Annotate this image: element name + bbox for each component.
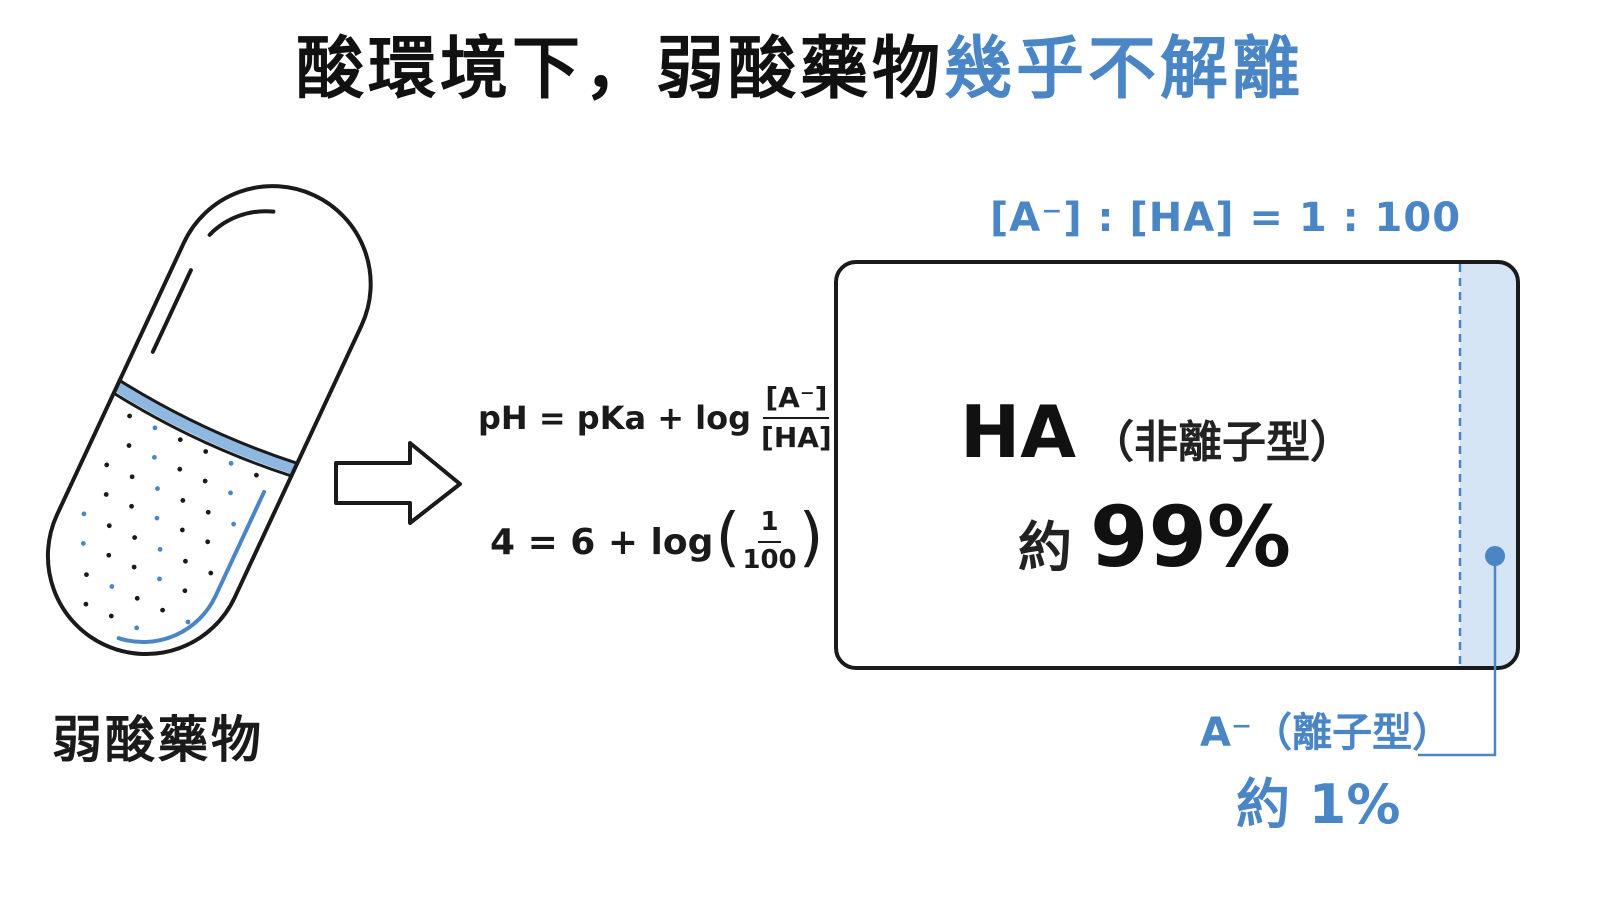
particle-dot [109, 584, 115, 589]
capsule-outline [45, 184, 373, 657]
particle-dot [208, 570, 214, 576]
particle-dot [106, 523, 112, 529]
formula2-numerator: 1 [758, 507, 781, 543]
particle-dot [106, 552, 112, 558]
henderson-formula: pH = pKa + log [A⁻] [HA] [478, 378, 832, 458]
particle-dot [179, 527, 185, 533]
particle-dot [228, 460, 234, 466]
formula2-lhs: 4 = 6 + log [490, 521, 714, 563]
particle-dot [180, 498, 186, 503]
particle-dot [228, 490, 233, 496]
ha-name: HA [960, 390, 1076, 474]
formula2-denominator: 100 [742, 545, 797, 575]
particle-dot [152, 425, 158, 431]
proportion-box [834, 260, 1520, 670]
formula-lhs: pH = pKa + log [478, 399, 752, 437]
particle-dot [254, 472, 259, 478]
particle-dot [177, 437, 183, 443]
particle-dot [202, 478, 208, 484]
particle-dot [155, 486, 160, 491]
particle-dot [203, 449, 209, 454]
substituted-formula: 4 = 6 + log ( 1 100 ) [490, 501, 824, 576]
particle-dot [205, 509, 211, 515]
particle-dot [205, 539, 211, 545]
a-minus-percent: 約 1% [1236, 773, 1401, 836]
formula-denominator: [HA] [761, 421, 832, 454]
formula-numerator: [A⁻] [763, 381, 830, 419]
particle-dot [231, 521, 237, 527]
a-minus-region [1460, 262, 1518, 668]
particle-dot [126, 443, 132, 448]
ha-type: （非離子型） [1089, 417, 1354, 468]
particle-dot [157, 546, 163, 552]
arrow-right-icon [334, 441, 462, 525]
ratio-label: [A⁻] : [HA] = 1 : 100 [990, 195, 1462, 241]
ha-approx: 約 [1018, 516, 1072, 579]
particle-dot [103, 492, 109, 497]
title-part-dark: 酸環境下，弱酸藥物 [295, 30, 944, 109]
capsule-icon [45, 184, 373, 657]
particle-dot [84, 572, 89, 578]
ha-label: HA （非離子型） [960, 390, 1354, 474]
particle-dot [108, 613, 114, 619]
particle-dot [132, 535, 138, 540]
proportion-box-outline [834, 260, 1520, 670]
capsule-shine [207, 209, 276, 237]
particle-dot [182, 588, 188, 594]
particle-dot [80, 540, 86, 546]
particle-dot [134, 625, 140, 631]
particle-dot [83, 601, 89, 607]
capsule-inner-highlight [116, 489, 267, 644]
particle-dot [177, 466, 183, 472]
particle-dot [134, 595, 140, 601]
particle-dot [185, 619, 191, 625]
title-part-accent: 幾乎不解離 [944, 30, 1305, 109]
particle-dot [157, 576, 162, 582]
particle-dot [104, 462, 110, 468]
particle-dot [160, 607, 165, 613]
page-title: 酸環境下，弱酸藥物幾乎不解離 [0, 26, 1600, 114]
formula2-fraction: 1 100 [742, 507, 797, 576]
a-minus-label: A⁻（離子型） [1200, 710, 1453, 756]
formula-fraction: [A⁻] [HA] [761, 381, 832, 454]
particle-dot [81, 511, 87, 517]
capsule-label: 弱酸藥物 [52, 711, 264, 769]
a-minus-callout [1418, 546, 1505, 757]
particle-dot [151, 454, 157, 460]
capsule-band [113, 380, 297, 475]
particle-dot [154, 515, 160, 521]
capsule-particles [80, 413, 259, 631]
ha-percent: 約 99% [1018, 488, 1291, 586]
particle-dot [129, 503, 134, 509]
particle-dot [127, 413, 132, 419]
particle-dot [131, 564, 137, 570]
ha-percent-value: 99% [1090, 488, 1292, 586]
particle-dot [129, 474, 135, 480]
particle-dot [183, 558, 188, 564]
